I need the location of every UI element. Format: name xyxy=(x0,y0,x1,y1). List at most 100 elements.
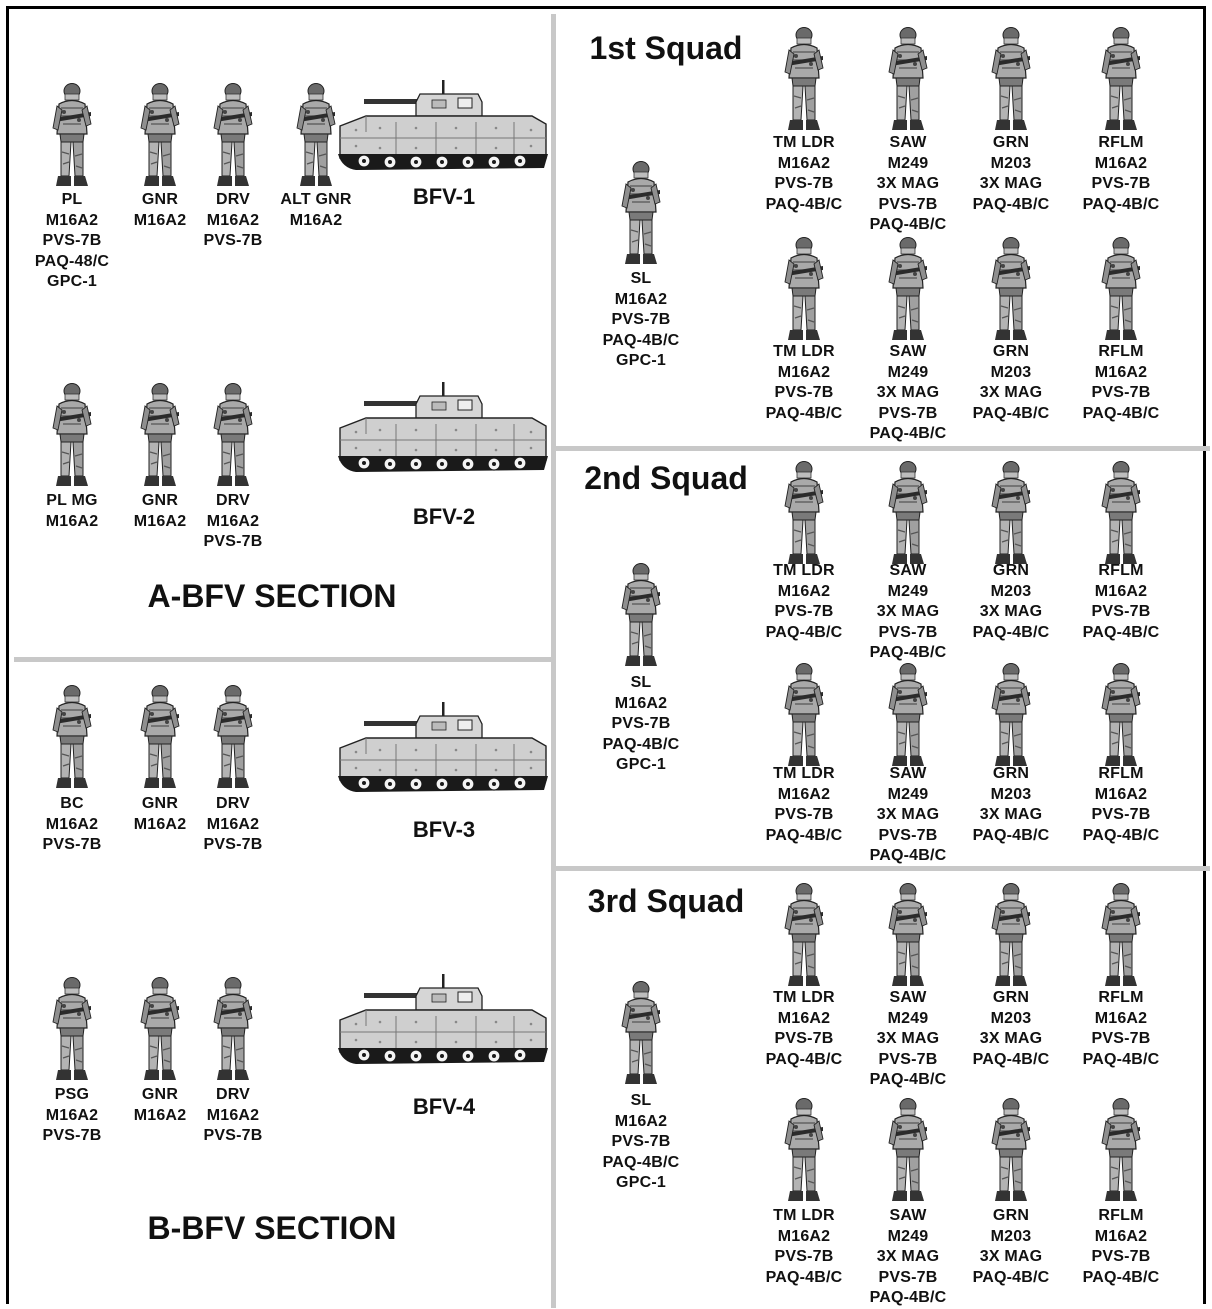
label-line: TM LDR xyxy=(773,1207,835,1224)
bradley-fighting-vehicle-icon xyxy=(337,381,549,473)
label-line: PAQ-4B/C xyxy=(972,623,1050,641)
label-line: 3X MAG xyxy=(979,603,1043,620)
label-line: PAQ-4B/C xyxy=(1082,195,1160,213)
label-line: M203 xyxy=(990,785,1032,803)
label-line: PVS-7B xyxy=(878,404,938,422)
label-line: PAQ-4B/C xyxy=(765,404,843,422)
label-line: M16A2 xyxy=(777,1009,831,1027)
label-line: RFLM xyxy=(1098,1207,1144,1224)
label-line: 3X MAG xyxy=(876,384,940,401)
label-line: PVS-7B xyxy=(203,232,263,249)
soldier-icon xyxy=(140,82,180,187)
soldier-icon xyxy=(213,976,253,1081)
label-line: SAW xyxy=(889,1207,927,1224)
label-line: PAQ-48/C xyxy=(34,252,110,270)
label-line: PAQ-4B/C xyxy=(765,1268,843,1286)
soldier-icon xyxy=(52,684,92,789)
label-line: PVS-7B xyxy=(774,806,834,823)
soldier-icon xyxy=(52,82,92,187)
label-line: PAQ-4B/C xyxy=(869,1071,947,1088)
squad-title: 2nd Squad xyxy=(584,460,748,496)
label-line: GRN xyxy=(992,134,1030,151)
label-line: M16A2 xyxy=(1094,1227,1148,1245)
label-line: PVS-7B xyxy=(878,195,938,213)
label-line: PVS-7B xyxy=(774,603,834,620)
label-line: DRV xyxy=(215,191,251,208)
soldier-icon xyxy=(784,236,824,341)
label-line: GRN xyxy=(992,562,1030,579)
label-line: PAQ-4B/C xyxy=(972,195,1050,213)
label-line: M16A2 xyxy=(206,512,260,530)
label-line: PVS-7B xyxy=(42,836,102,853)
soldier-icon xyxy=(52,382,92,487)
label-line: TM LDR xyxy=(773,989,835,1006)
label-line: M16A2 xyxy=(45,1106,99,1124)
label-line: M16A2 xyxy=(133,211,187,229)
soldier-icon xyxy=(1101,236,1141,341)
label-line: PVS-7B xyxy=(203,836,263,853)
label-line: DRV xyxy=(215,795,251,812)
label-line: M16A2 xyxy=(133,1106,187,1124)
bradley-fighting-vehicle-icon xyxy=(337,701,549,793)
label-line: PAQ-4B/C xyxy=(869,644,947,661)
soldier-icon xyxy=(1101,662,1141,767)
label-line: M16A2 xyxy=(614,694,668,712)
soldier-icon xyxy=(1101,1097,1141,1202)
diagram-frame xyxy=(6,6,1206,1304)
vehicle-name: BFV-3 xyxy=(412,817,476,842)
label-line: GRN xyxy=(992,765,1030,782)
label-line: SAW xyxy=(889,562,927,579)
team-member-label: GRN M203 3X MAG PAQ-4B/C xyxy=(973,133,1050,215)
label-line: M16A2 xyxy=(777,154,831,172)
label-line: RFLM xyxy=(1098,134,1144,151)
label-line: M249 xyxy=(887,154,929,172)
label-line: 3X MAG xyxy=(979,175,1043,192)
label-line: SL xyxy=(630,674,652,691)
label-line: PSG xyxy=(54,1086,90,1103)
label-line: GPC-1 xyxy=(616,1174,666,1191)
soldier-icon xyxy=(213,684,253,789)
label-line: M16A2 xyxy=(777,363,831,381)
soldier-icon xyxy=(991,236,1031,341)
label-line: PAQ-4B/C xyxy=(765,623,843,641)
label-line: PAQ-4B/C xyxy=(869,216,947,233)
label-line: M16A2 xyxy=(45,211,99,229)
label-line: TM LDR xyxy=(773,343,835,360)
label-line: M203 xyxy=(990,154,1032,172)
soldier-icon xyxy=(140,382,180,487)
label-line: DRV xyxy=(215,1086,251,1103)
label-line: PAQ-4B/C xyxy=(869,1289,947,1306)
vehicle-name: BFV-4 xyxy=(412,1094,476,1119)
label-line: PAQ-4B/C xyxy=(1082,1268,1160,1286)
vehicle-name: BFV-2 xyxy=(412,504,476,529)
soldier-icon xyxy=(140,976,180,1081)
label-line: M16A2 xyxy=(614,290,668,308)
label-line: M249 xyxy=(887,785,929,803)
soldier-icon xyxy=(213,382,253,487)
label-line: PAQ-4B/C xyxy=(972,404,1050,422)
label-line: M16A2 xyxy=(1094,154,1148,172)
label-line: PL xyxy=(61,191,83,208)
label-line: M203 xyxy=(990,1227,1032,1245)
label-line: TM LDR xyxy=(773,134,835,151)
label-line: GRN xyxy=(992,343,1030,360)
section-title: A-BFV SECTION xyxy=(147,578,397,614)
soldier-icon xyxy=(888,882,928,987)
label-line: M16A2 xyxy=(206,1106,260,1124)
label-line: TM LDR xyxy=(773,562,835,579)
label-line: PAQ-4B/C xyxy=(602,735,680,753)
label-line: M203 xyxy=(990,1009,1032,1027)
